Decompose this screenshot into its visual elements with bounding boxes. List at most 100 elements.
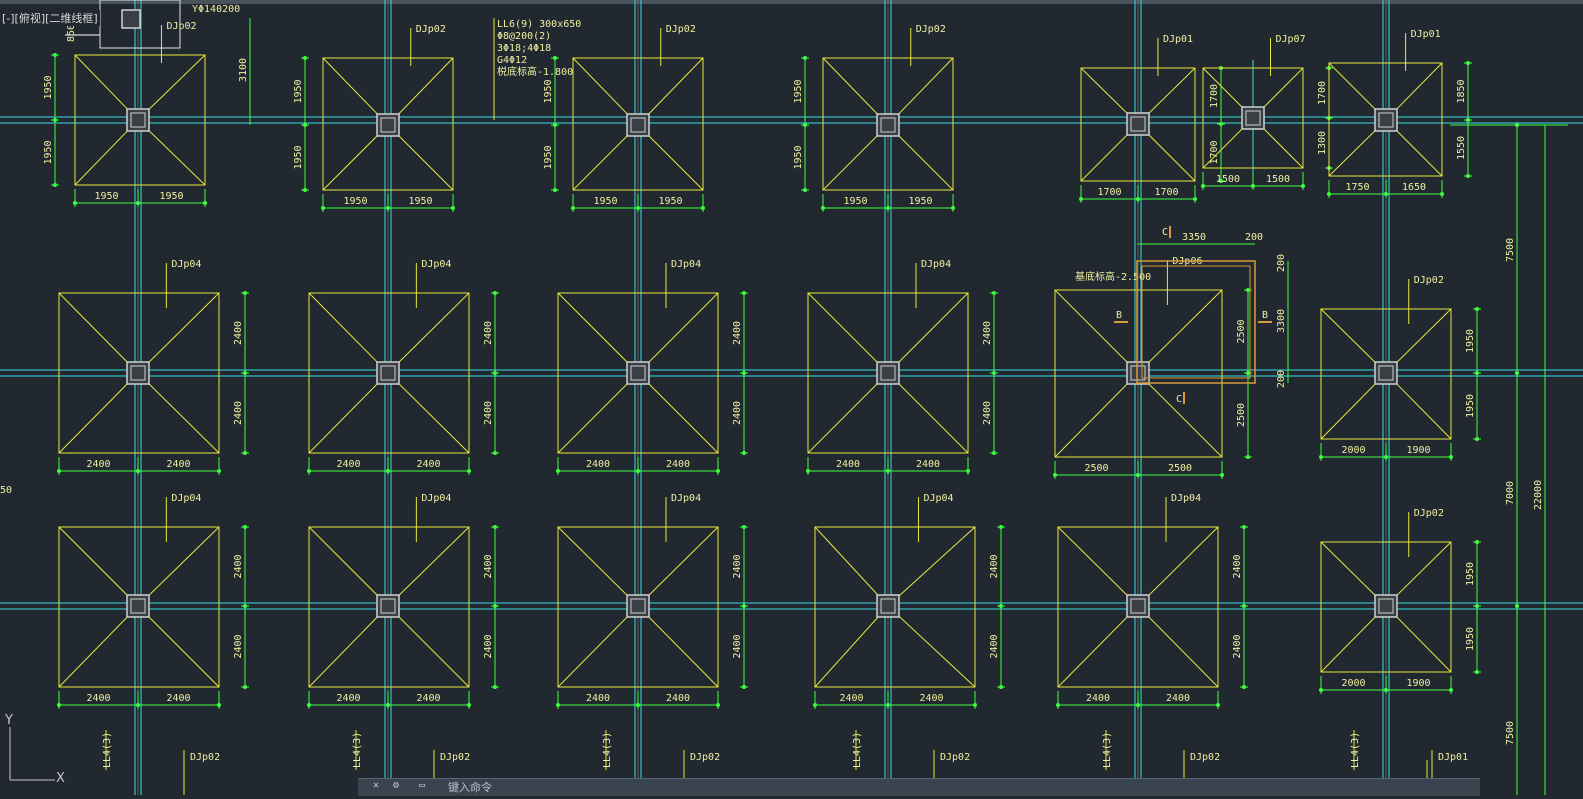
dimension-text: 1700 [1317,81,1328,105]
dimension-dot [1475,604,1479,608]
column-inner [630,117,646,133]
column-inner [630,365,646,381]
close-icon[interactable]: ✕ [372,780,380,791]
dimension-dot [1475,437,1479,441]
footing-outline [1057,526,1219,688]
footing-label: DJp02 [916,24,946,35]
footing-label-bottom: DJp02 [690,752,720,763]
dimension-text: 2400 [233,634,244,658]
dimension-text: 1950 [843,196,867,207]
dimension-dot [493,451,497,455]
pit-outline [1136,260,1256,384]
dimension-dot [1319,688,1323,692]
footing-diagonal [387,526,470,607]
dimension-dot [1242,525,1246,529]
footing-diagonal [58,526,139,607]
column-inner [380,365,396,381]
pit-dim-wall-top: 200 [1276,254,1287,272]
dimension-text: 2400 [233,401,244,425]
footing-diagonal [807,292,889,374]
dimension-dot [999,604,1003,608]
dimension-dot [1449,688,1453,692]
wrench-icon[interactable]: ⚙ [392,780,400,791]
footing-diagonal [637,372,719,454]
column-square [626,361,650,385]
command-icon[interactable]: ▭ [418,780,426,791]
dimension-dot [1242,685,1246,689]
footing-diagonal [637,526,719,607]
footing-label: DJp04 [421,493,451,504]
dimension-dot [1384,192,1388,196]
dimension-text: 2400 [732,634,743,658]
dimension-text: 1950 [1465,394,1476,418]
command-line-bar[interactable] [358,778,1480,796]
dimension-dot [53,183,57,187]
dimension-dot [1056,703,1060,707]
dimension-dot [53,53,57,57]
dimension-text: 2400 [586,693,610,704]
dimension-dot [1449,455,1453,459]
dimension-dot [966,469,970,473]
dimension-text: 2400 [233,321,244,345]
dimension-text: 1300 [1317,131,1328,155]
dimension-dot [992,451,996,455]
viewport-label[interactable]: [-][俯视][二维线框] [0,10,100,26]
dimension-dot [951,206,955,210]
dimension-dot [1219,179,1223,183]
dimension-dot [1219,122,1223,126]
dimension-dot [886,206,890,210]
footing-diagonal [308,292,389,374]
footing-outline [74,54,206,186]
dimension-text: 2400 [416,459,440,470]
footing-diagonal [308,372,389,454]
footing-outline [1320,308,1452,440]
dimension-dot [1384,688,1388,692]
footing-label-bottom: DJp02 [440,752,470,763]
dimension-dot [493,685,497,689]
command-prompt[interactable]: 键入命令 [448,781,492,794]
overall-dim: 22000 [1533,480,1544,510]
column-square [1126,112,1150,136]
footing-diagonal [557,526,639,607]
dimension-dot [1475,670,1479,674]
column-square [126,108,150,132]
footing-label-bottom: DJp01 [1438,752,1468,763]
footing-diagonal [387,292,470,374]
dimension-dot [386,703,390,707]
footing-diagonal [557,605,639,688]
dimension-text: 2400 [483,401,494,425]
footing-diagonal [58,372,139,454]
dimension-dot [636,703,640,707]
column-square [1241,106,1265,130]
dimension-dot [303,56,307,60]
dimension-dot [243,451,247,455]
dimension-dot [451,206,455,210]
footing-outline [308,526,470,688]
footing-label: DJp01 [1163,34,1193,45]
footing-diagonal [58,292,139,374]
footing-label: DJp02 [666,24,696,35]
beam-label-bottom: LL4(3) [852,732,863,768]
dimension-text: 2400 [166,693,190,704]
column-square [1126,361,1150,385]
dimension-dot [1251,184,1255,188]
column-square [626,594,650,618]
dimension-dot [803,188,807,192]
dimension-dot [1220,473,1224,477]
dimension-dot [553,123,557,127]
clipped-dimension: 850 [66,24,77,42]
dimension-dot [493,371,497,375]
dimension-dot [1053,473,1057,477]
column-inner [630,598,646,614]
dimension-text: 2400 [836,459,860,470]
dimension-text: 1950 [343,196,367,207]
dimension-text: 1950 [159,191,183,202]
footing-diagonal [814,605,889,688]
section-marker-c: C [1162,227,1168,238]
beam-label-line: G4Φ12 [497,55,527,66]
footing-diagonal [637,292,719,374]
dimension-text: 1950 [293,145,304,169]
footing-outline [572,57,704,191]
dimension-dot [243,371,247,375]
